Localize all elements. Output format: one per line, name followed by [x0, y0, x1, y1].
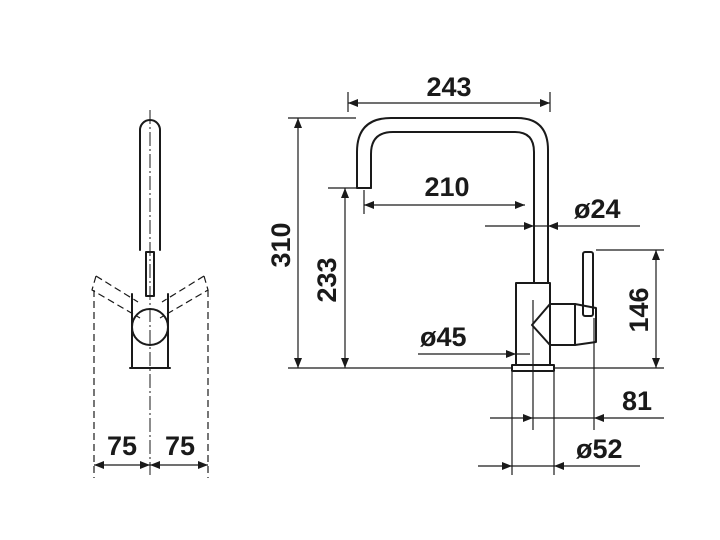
arrow-icon: [348, 99, 358, 107]
dim-spout-inner-reach: 210: [424, 172, 469, 202]
arrow-icon: [652, 250, 660, 260]
side-view: 75 75: [91, 110, 209, 478]
dim-left-width-a: 75: [107, 431, 137, 461]
arrow-icon: [524, 222, 534, 230]
arrow-icon: [523, 414, 533, 422]
side-view-spout: [139, 119, 161, 251]
dim-total-height: 310: [266, 222, 296, 267]
dim-handle-height: 146: [624, 287, 654, 332]
arrow-icon: [548, 222, 558, 230]
side-view-swing-left-inner: [95, 275, 139, 303]
arrow-icon: [294, 358, 302, 368]
arrow-icon: [506, 350, 516, 358]
side-view-swing-right-inner: [161, 275, 205, 303]
front-view-spout-inner: [370, 131, 535, 284]
dim-left-width-b: 75: [165, 431, 195, 461]
dim-spout-height: 233: [312, 257, 342, 302]
front-view-handle-cap: [574, 303, 597, 346]
arrow-icon: [294, 118, 302, 128]
dim-handle-offset: 81: [622, 386, 652, 416]
side-view-swing-left: [91, 275, 141, 319]
arrow-icon: [540, 99, 550, 107]
arrow-icon: [94, 461, 104, 469]
arrow-icon: [140, 461, 150, 469]
front-view-handle-lever: [582, 251, 594, 317]
dim-body-diameter: ø45: [420, 322, 467, 352]
arrow-icon: [652, 358, 660, 368]
front-view-spout-outer: [356, 117, 549, 284]
arrow-icon: [150, 461, 160, 469]
arrow-icon: [364, 201, 374, 209]
arrow-icon: [594, 414, 604, 422]
side-view-body-circle: [131, 308, 169, 346]
front-view-handle-housing: [549, 303, 576, 346]
arrow-icon: [341, 188, 349, 198]
dim-spout-diameter: ø24: [574, 194, 621, 224]
arrow-icon: [341, 358, 349, 368]
dim-base-diameter: ø52: [576, 434, 623, 464]
side-view-handle: [145, 251, 155, 297]
arrow-icon: [515, 201, 525, 209]
dim-spout-reach: 243: [426, 72, 471, 102]
arrow-icon: [554, 462, 564, 470]
front-view: 243 210 ø24 310 233 146: [266, 72, 664, 475]
arrow-icon: [198, 461, 208, 469]
front-view-handle-wedge: [531, 303, 551, 346]
arrow-icon: [502, 462, 512, 470]
